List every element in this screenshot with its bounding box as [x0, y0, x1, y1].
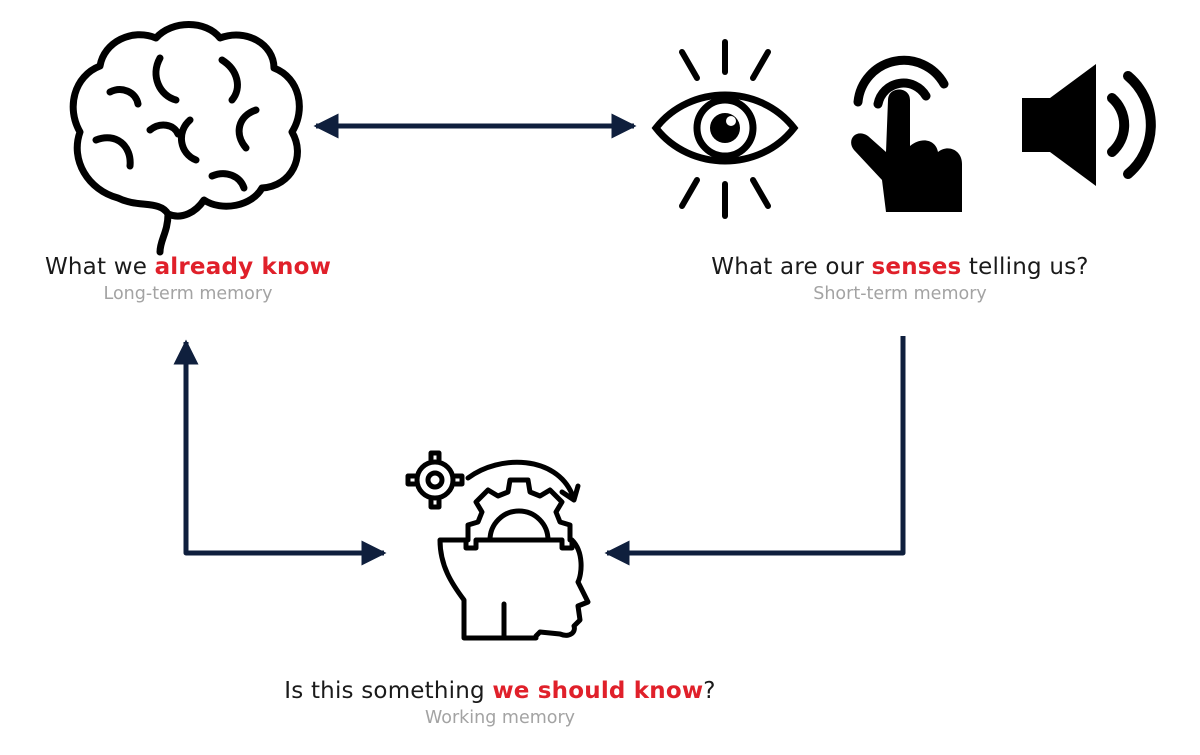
curved-arrow-icon — [465, 459, 575, 497]
working-title: Is this something we should know? — [240, 678, 760, 704]
long-term-title-prefix: What we — [44, 254, 155, 280]
short-term-title: What are our senses telling us? — [690, 254, 1110, 280]
speaker-icon — [1022, 64, 1156, 186]
working-title-suffix: ? — [703, 678, 716, 704]
working-caption: Is this something we should know? Workin… — [240, 678, 760, 728]
brain-icon — [69, 21, 303, 256]
eye-icon — [651, 39, 799, 219]
short-term-title-suffix: telling us? — [961, 254, 1089, 280]
small-gear-icon — [405, 450, 465, 510]
long-term-caption: What we already know Long-term memory — [28, 254, 348, 304]
long-term-title-highlight: already know — [154, 254, 332, 280]
short-term-caption: What are our senses telling us? Short-te… — [690, 254, 1110, 304]
short-term-title-prefix: What are our — [711, 254, 872, 280]
long-term-subtitle: Long-term memory — [103, 284, 273, 304]
large-gear-icon — [465, 477, 573, 543]
short-term-subtitle: Short-term memory — [813, 284, 987, 304]
head-gears-icon — [405, 450, 591, 641]
working-title-highlight: we should know — [492, 678, 704, 704]
long-term-title: What we already know — [28, 254, 348, 280]
arrow-working-to-long-term — [173, 339, 387, 566]
short-term-title-highlight: senses — [871, 254, 962, 280]
working-subtitle: Working memory — [424, 708, 576, 728]
working-title-prefix: Is this something — [284, 678, 493, 704]
touch-hand-icon — [851, 55, 962, 212]
arrow-short-term-to-working — [604, 336, 906, 566]
